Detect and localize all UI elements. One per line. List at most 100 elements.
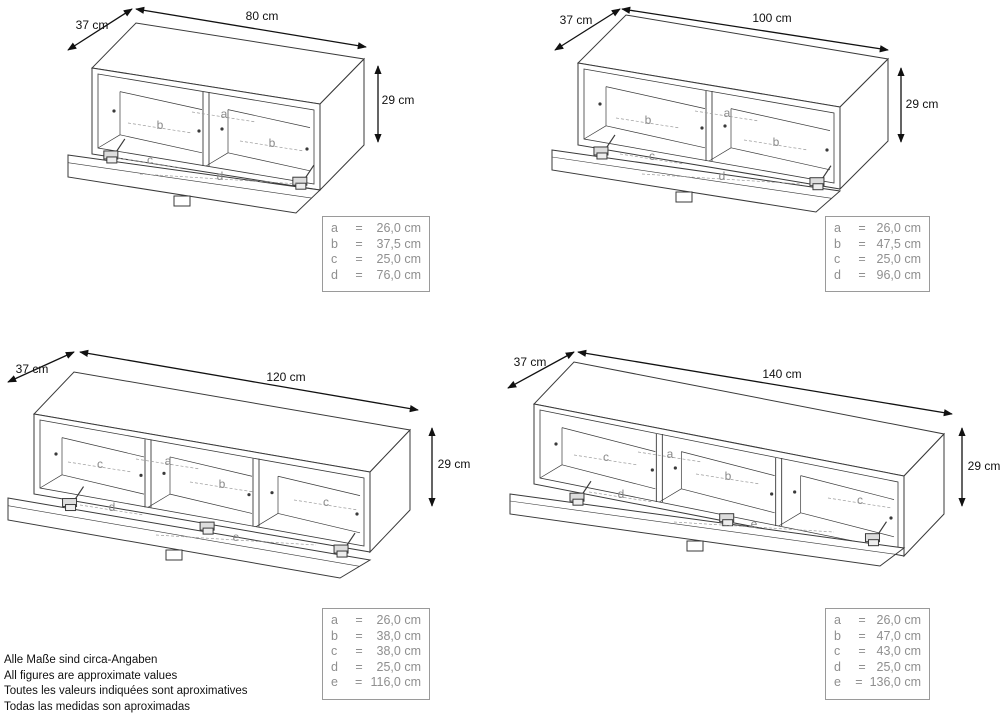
dimension-row-d: d = 25,0 cm [331,660,421,676]
dimension-key: e [834,675,841,690]
handle-icon [675,191,693,203]
dimension-value: 25,0 cm [876,659,921,674]
dimension-row-b: b=47,5 cm [834,237,921,253]
dimension-row-a: a=26,0 cm [331,221,421,237]
dimension-value: 43,0 cm [876,644,921,659]
dimension-key: a [331,221,338,235]
dimension-row-d: d = 25,0 cm [834,660,921,676]
dimension-row-d: d=76,0 cm [331,268,421,284]
dimension-letter: a [221,107,228,121]
dimension-key: d [331,267,338,282]
dimension-key: b [834,236,841,251]
dimension-row-b: b=37,5 cm [331,237,421,253]
dimension-letter: c [857,493,863,507]
dimension-key: d [331,659,338,674]
note-de: Alle Maße sind circa-Angaben [4,654,158,666]
height-label: 29 cm [438,457,471,471]
note-es: Todas las medidas son aproximadas [4,700,191,713]
dimension-row-c: c = 25,0 cm [331,252,421,268]
dimension-value: 25,0 cm [876,252,921,267]
dimension-letter: d [719,169,726,183]
equals-sign: = [858,221,866,235]
dimension-row-a: a=26,0 cm [331,613,421,629]
depth-label: 37 cm [514,355,547,369]
dimension-value: 25,0 cm [376,659,421,674]
note-fr: Toutes les valeurs indiquées sont aproxi… [4,685,248,697]
approximate-values-notes: Alle Maße sind circa-Angaben All figures… [4,653,248,715]
hinge-icon [62,486,85,512]
hinge-icon [593,134,616,160]
outer-dimension-arrows [554,6,905,143]
dimension-key: d [834,659,841,674]
dimension-row-a: a=26,0 cm [834,221,921,237]
hinge-icon [103,138,126,164]
dimension-row-e: e=136,0 cm [834,675,921,691]
dimension-key: c [834,252,841,267]
cabinet-door-flap [551,149,842,213]
cabinet-front [33,413,371,553]
dimension-key: e [331,675,338,690]
inner-dimension-lines [67,458,359,546]
hinge-icon [333,532,356,558]
dimension-letter: b [725,469,732,483]
equals-sign: = [354,675,363,690]
inner-dimension-lines [117,111,305,185]
cabinet-door-flap [7,497,372,579]
equals-sign: = [858,252,866,267]
equals-sign: = [355,252,363,267]
dimension-key: d [834,267,841,282]
equals-sign: = [355,659,363,674]
dimension-row-c: c = 43,0 cm [834,644,921,660]
equals-sign: = [858,659,866,674]
dimension-letter: e [751,517,758,531]
width-label: 80 cm [246,9,279,23]
equals-sign: = [858,236,866,251]
hinge-icon [292,164,315,190]
dimension-value: 26,0 cm [376,221,421,235]
dimension-key: a [331,613,338,627]
dimension-key: c [331,252,338,267]
equals-sign: = [858,628,866,643]
dimension-key: b [834,628,841,643]
width-label: 120 cm [266,370,305,384]
dimension-letter: d [217,169,224,183]
dimension-letter: c [323,495,329,509]
equals-sign: = [855,675,863,690]
height-label: 29 cm [906,97,939,111]
equals-sign: = [858,267,866,282]
dimension-key: c [331,644,338,659]
hinge-icon [199,521,215,535]
equals-sign: = [858,613,866,627]
dimension-key: c [834,644,841,659]
inner-dimension-lines [615,110,809,185]
outer-dimension-arrows [507,349,966,507]
dimension-letter: b [645,113,652,127]
dimension-key: b [331,628,338,643]
dimension-row-b: b=38,0 cm [331,629,421,645]
outer-dimension-arrows [7,349,436,507]
dimension-value: 76,0 cm [376,267,421,282]
dimension-value: 25,0 cm [376,252,421,267]
cabinet-door-flap [67,154,322,214]
dimension-letter: c [603,450,609,464]
dimension-key: b [331,236,338,251]
dimension-row-d: d = 96,0 cm [834,268,921,284]
equals-sign: = [858,644,866,659]
equals-sign: = [355,644,363,659]
note-en: All figures are approximate values [4,669,178,682]
depth-label: 37 cm [76,18,109,32]
dimension-value: 38,0 cm [376,644,421,659]
handle-icon [173,195,191,207]
dimension-row-c: c = 25,0 cm [834,252,921,268]
dimension-letter: a [724,106,731,120]
dimension-value: 96,0 cm [876,267,921,282]
height-label: 29 cm [968,459,1001,473]
dimension-letter: a [165,454,172,468]
dimension-letter: b [157,118,164,132]
